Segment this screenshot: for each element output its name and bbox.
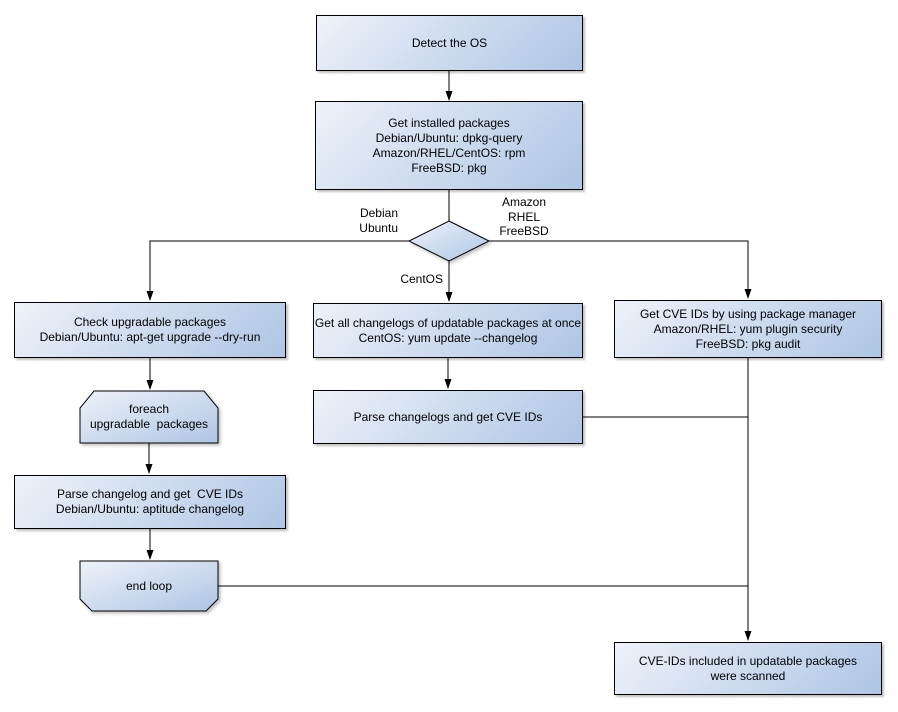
edge-label-line: RHEL (507, 209, 540, 224)
node-label: Debian/Ubuntu: aptitude changelog (55, 502, 245, 516)
edge-label-centos: CentOS (383, 272, 443, 287)
node-label: Parse changelog and get CVE IDs (56, 487, 244, 501)
node-label: Debian/Ubuntu: apt-get upgrade --dry-run (39, 330, 261, 344)
node-label: CVE-IDs included in updatable packages (638, 653, 858, 668)
node-label: Amazon/RHEL: yum plugin security (653, 321, 843, 336)
node-label: Get installed packages (388, 115, 510, 130)
edge-label-line: Amazon (501, 195, 547, 209)
node-label: foreach (128, 402, 170, 416)
foreach-loop-label: foreach upgradable packages (80, 391, 218, 443)
node-label: CentOS: yum update --changelog (358, 330, 538, 345)
node-label: Get all changelogs of updatable packages… (314, 315, 582, 330)
os-decision-diamond (407, 220, 491, 262)
edge-label-line: Debian (359, 206, 398, 220)
node-label: Detect the OS (411, 35, 488, 50)
end-loop-shape (79, 560, 219, 612)
node-parse-changelog-aptitude: Parse changelog and get CVE IDs Debian/U… (14, 475, 286, 529)
node-get-installed-packages: Get installed packages Debian/Ubuntu: dp… (315, 101, 583, 190)
node-label: upgradable packages (89, 417, 209, 431)
node-check-upgradable-packages: Check upgradable packages Debian/Ubuntu:… (14, 302, 286, 358)
node-label: Debian/Ubuntu: dpkg-query (375, 130, 523, 145)
edge-label-line: CentOS (400, 272, 443, 286)
node-detect-os: Detect the OS (316, 15, 583, 71)
edge-decision-to-check-upgradable (146, 240, 409, 301)
edge-label-amazon-rhel-freebsd: Amazon RHEL FreeBSD (480, 195, 568, 239)
node-label: were scanned (710, 668, 786, 683)
node-label: Get CVE IDs by using package manager (639, 306, 857, 321)
node-label: Check upgradable packages (73, 315, 227, 329)
end-loop-label: end loop (80, 561, 218, 611)
node-label: Amazon/RHEL/CentOS: rpm (372, 145, 526, 160)
edge-label-debian-ubuntu: Debian Ubuntu (330, 206, 398, 235)
edge-decision-to-get-cve-ids (489, 240, 752, 299)
edge-label-line: Ubuntu (359, 220, 398, 235)
node-get-cve-ids-package-manager: Get CVE IDs by using package manager Ama… (614, 300, 882, 358)
node-label: Parse changelogs and get CVE IDs (353, 409, 543, 424)
node-label: FreeBSD: pkg audit (695, 336, 801, 351)
node-parse-changelogs-get-cve-ids: Parse changelogs and get CVE IDs (313, 390, 583, 444)
node-label: end loop (125, 578, 173, 593)
foreach-loop-shape (79, 390, 219, 444)
node-scan-result: CVE-IDs included in updatable packages w… (614, 642, 882, 695)
edge-label-line: FreeBSD (499, 224, 549, 238)
node-label: FreeBSD: pkg (411, 160, 487, 175)
node-get-all-changelogs: Get all changelogs of updatable packages… (313, 303, 583, 358)
